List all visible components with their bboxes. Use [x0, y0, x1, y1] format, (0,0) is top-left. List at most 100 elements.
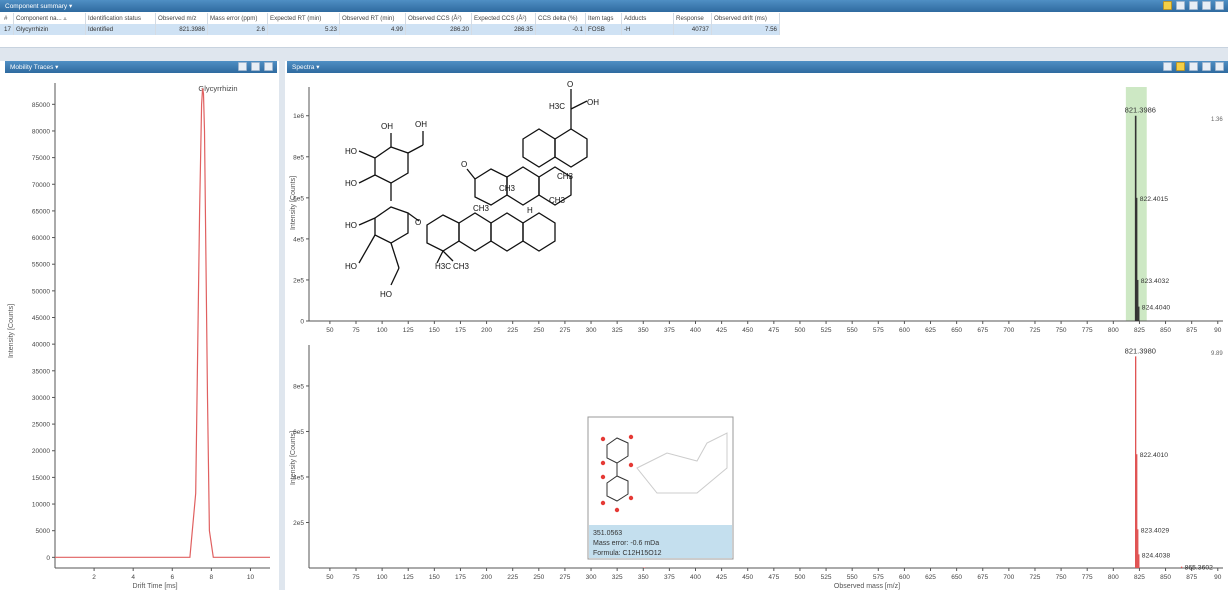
bottom-xtick-label: 575 — [873, 574, 884, 581]
component-summary-title[interactable]: Component summary ▾ — [5, 3, 73, 10]
top-xtick-label: 800 — [1108, 327, 1119, 334]
col-index[interactable]: # — [2, 13, 14, 24]
mobility-traces-title[interactable]: Mobility Traces ▾ — [10, 64, 59, 71]
fragment-tooltip[interactable]: 351.0563 Mass error: -0.6 mDa Formula: C… — [587, 416, 734, 560]
top-xtick-label: 425 — [716, 327, 727, 334]
col-observed-mz[interactable]: Observed m/z — [156, 13, 208, 24]
col-observed-drift[interactable]: Observed drift (ms) — [712, 13, 780, 24]
bottom-xtick-label: 450 — [742, 574, 753, 581]
window-icon[interactable] — [1215, 62, 1224, 71]
col-ccs-delta[interactable]: CCS delta (%) — [536, 13, 586, 24]
horizontal-splitter[interactable] — [0, 48, 1228, 61]
svg-text:CH3: CH3 — [499, 184, 516, 193]
svg-text:O: O — [567, 80, 573, 89]
bottom-xtick-label: 475 — [768, 574, 779, 581]
mobility-xtick-label: 2 — [92, 574, 96, 581]
top-xtick-label: 875 — [1186, 327, 1197, 334]
col-adducts[interactable]: Adducts — [622, 13, 674, 24]
labels-icon[interactable] — [1176, 62, 1185, 71]
svg-text:OH: OH — [587, 98, 599, 107]
col-observed-rt[interactable]: Observed RT (min) — [340, 13, 406, 24]
mobility-trace-line — [55, 88, 270, 558]
top-xtick-label: 700 — [1003, 327, 1014, 334]
zoom-icon[interactable] — [1189, 62, 1198, 71]
bottom-xtick-label: 375 — [664, 574, 675, 581]
mobility-xtick-label: 6 — [170, 574, 174, 581]
svg-text:HO: HO — [345, 179, 357, 188]
bottom-xtick-label: 625 — [925, 574, 936, 581]
close-icon[interactable] — [1215, 1, 1224, 10]
mobility-ytick-label: 75000 — [32, 155, 50, 162]
pan-icon[interactable] — [1202, 62, 1211, 71]
col-item-tags[interactable]: Item tags — [586, 13, 622, 24]
top-xtick-label: 675 — [977, 327, 988, 334]
bottom-xtick-label: 500 — [795, 574, 806, 581]
top-ytick-label: 2e5 — [293, 277, 304, 284]
svg-text:HO: HO — [380, 290, 392, 299]
settings-icon[interactable] — [1176, 1, 1185, 10]
top-xtick-label: 850 — [1160, 327, 1171, 334]
col-identification-status[interactable]: Identification status — [86, 13, 156, 24]
svg-text:O: O — [415, 218, 421, 227]
mobility-trace-chart[interactable]: Intensity [Counts] Drift Time [ms] Glycy… — [5, 73, 277, 590]
top-xtick-label: 125 — [403, 327, 414, 334]
col-response[interactable]: Response — [674, 13, 712, 24]
bottom-xtick-label: 425 — [716, 574, 727, 581]
bottom-ytick-label: 4e5 — [293, 474, 304, 481]
top-xtick-label: 500 — [795, 327, 806, 334]
row-mass-error: 2.6 — [208, 24, 268, 35]
mobility-ytick-label: 50000 — [32, 288, 50, 295]
top-xtick-label: 325 — [612, 327, 623, 334]
pin-icon[interactable] — [1163, 1, 1172, 10]
vertical-splitter[interactable] — [279, 61, 285, 590]
col-expected-rt[interactable]: Expected RT (min) — [268, 13, 340, 24]
row-observed-drift: 7.56 — [712, 24, 780, 35]
bottom-peak-label: 821.3980 — [1125, 346, 1156, 355]
top-ytick-label: 8e5 — [293, 154, 304, 161]
mobility-ylabel: Intensity [Counts] — [8, 304, 15, 358]
mobility-ytick-label: 35000 — [32, 368, 50, 375]
col-mass-error[interactable]: Mass error (ppm) — [208, 13, 268, 24]
row-item-tags: FOSB — [586, 24, 622, 35]
component-summary-titlebar[interactable]: Component summary ▾ — [0, 0, 1228, 12]
svg-text:O: O — [461, 160, 467, 169]
col-observed-ccs[interactable]: Observed CCS (Å²) — [406, 13, 472, 24]
col-component-name[interactable]: Component na... ▵ — [14, 13, 86, 24]
row-index: 17 — [2, 24, 14, 35]
pan-icon[interactable] — [251, 62, 260, 71]
bottom-ylabel: Intensity [Counts] — [290, 431, 297, 485]
row-component-name: Glycyrrhizin — [14, 24, 86, 35]
mobility-ytick-label: 40000 — [32, 342, 50, 349]
window-icon[interactable] — [264, 62, 273, 71]
top-xtick-label: 75 — [352, 327, 360, 334]
top-xtick-label: 350 — [638, 327, 649, 334]
top-xtick-label: 225 — [507, 327, 518, 334]
bottom-xtick-label: 600 — [899, 574, 910, 581]
export-icon[interactable] — [1163, 62, 1172, 71]
table-row[interactable]: 17 Glycyrrhizin Identified 821.3986 2.6 … — [0, 24, 780, 35]
mobility-traces-titlebar[interactable]: Mobility Traces ▾ — [5, 61, 277, 73]
top-xtick-label: 750 — [1056, 327, 1067, 334]
top-peak-label: 822.4015 — [1140, 196, 1169, 203]
top-xtick-label: 650 — [951, 327, 962, 334]
spectra-titlebar[interactable]: Spectra ▾ — [287, 61, 1228, 73]
spectra-title[interactable]: Spectra ▾ — [292, 64, 320, 71]
svg-text:HO: HO — [345, 262, 357, 271]
col-expected-ccs[interactable]: Expected CCS (Å²) — [472, 13, 536, 24]
zoom-icon[interactable] — [238, 62, 247, 71]
layout-icon[interactable] — [1189, 1, 1198, 10]
mobility-ytick-label: 80000 — [32, 128, 50, 135]
top-xtick-label: 600 — [899, 327, 910, 334]
top-corner-value: 1.36 — [1211, 117, 1223, 123]
row-response: 40737 — [674, 24, 712, 35]
top-ytick-label: 0 — [300, 319, 304, 326]
top-xtick-label: 775 — [1082, 327, 1093, 334]
bottom-corner-value: 9.89 — [1211, 351, 1223, 357]
bottom-xtick-label: 675 — [977, 574, 988, 581]
top-peak-label: 823.4032 — [1141, 278, 1170, 285]
refresh-icon[interactable] — [1202, 1, 1211, 10]
top-xtick-label: 375 — [664, 327, 675, 334]
top-xtick-label: 625 — [925, 327, 936, 334]
spectra-charts[interactable]: Intensity [Counts] 1.36 02e54e56e58e51e6… — [287, 73, 1228, 590]
